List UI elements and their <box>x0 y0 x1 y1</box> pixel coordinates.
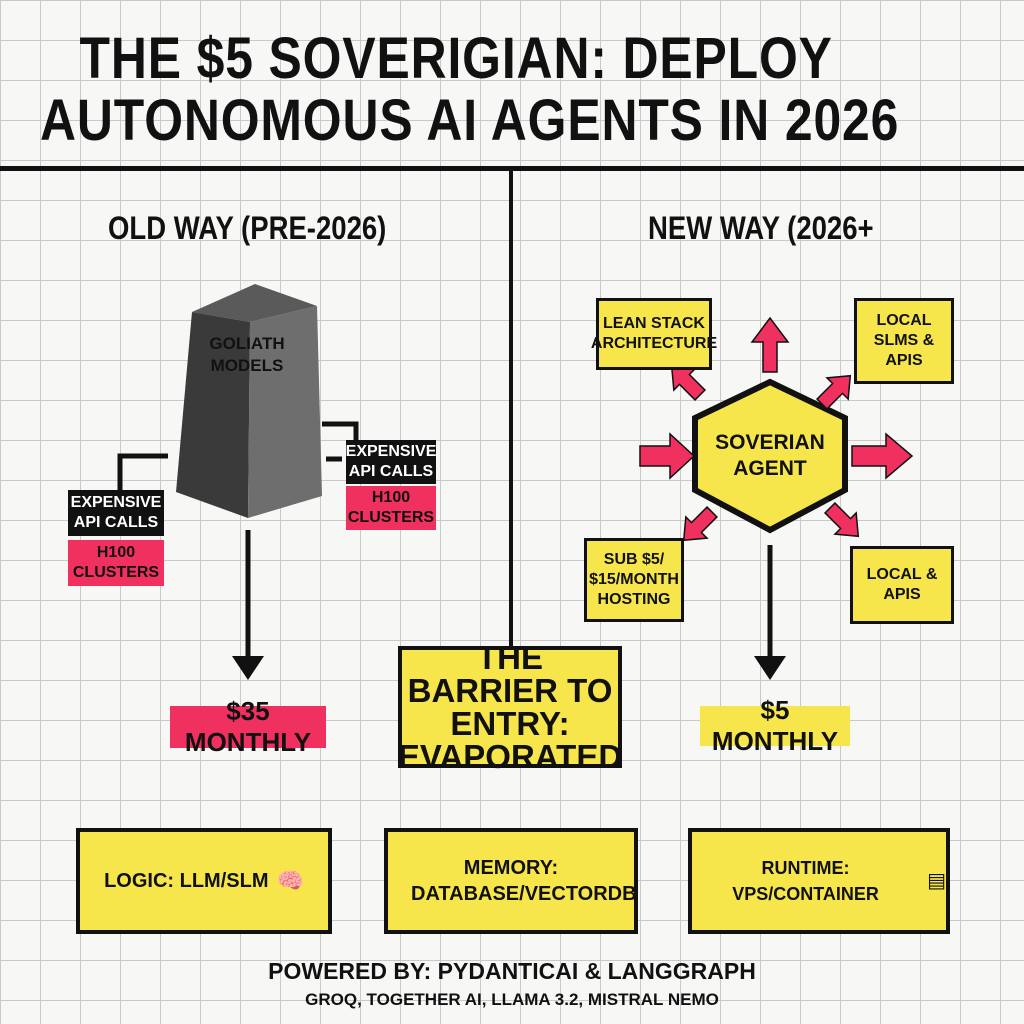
local-slms-box: LOCAL SLMS & APIS <box>854 298 954 384</box>
arrow-down-right-icon <box>823 501 860 538</box>
arrow-out-right-icon <box>851 432 914 480</box>
monolith-label-line-1: GOLIATH <box>209 334 285 353</box>
new-way-arrow-head <box>754 656 786 680</box>
new-way-heading: NEW WAY (2026+ <box>648 210 874 246</box>
title-line-2: AUTONOMOUS AI AGENTS IN 2026 <box>40 88 900 153</box>
right-clusters-label: H100 CLUSTERS <box>346 486 436 530</box>
left-api-calls-label: EXPENSIVE API CALLS <box>68 490 164 536</box>
logic-label: LOGIC: LLM/SLM <box>104 870 269 892</box>
logic-box: LOGIC: LLM/SLM 🧠 <box>76 828 332 934</box>
monolith-label: GOLIATH MODELS <box>192 330 302 380</box>
center-divider <box>509 168 513 648</box>
local-apis-box: LOCAL & APIS <box>850 546 954 624</box>
brain-icon: 🧠 <box>276 868 304 893</box>
runtime-box: RUNTIME: VPS/CONTAINER ▤ <box>688 828 950 934</box>
page-title: THE $5 SOVERIGIAN: DEPLOY AUTONOMOUS AI … <box>40 26 900 153</box>
arrow-up-icon <box>750 316 790 373</box>
server-icon: ▤ <box>927 870 946 892</box>
hub-label: SOVERIAN AGENT <box>715 431 825 480</box>
old-way-heading: OLD WAY (PRE-2026) <box>108 210 387 246</box>
new-way-price: $5 MONTHLY <box>700 695 850 756</box>
providers-text: GROQ, TOGETHER AI, LLAMA 3.2, MISTRAL NE… <box>305 990 719 1009</box>
arrow-in-left-icon <box>639 432 696 480</box>
title-line-1: THE $5 SOVERIGIAN: DEPLOY <box>79 26 833 91</box>
old-way-price: $35 MONTHLY <box>170 696 326 757</box>
left-connector <box>117 453 168 490</box>
monolith-left-face <box>176 312 250 518</box>
hub-hexagon <box>692 378 848 534</box>
barrier-box: THE BARRIER TO ENTRY: EVAPORATED <box>397 639 623 775</box>
right-connector <box>322 421 359 440</box>
monolith-top-face <box>192 284 317 322</box>
memory-label: MEMORY: DATABASE/VECTORDB <box>411 857 637 905</box>
monolith-right-face <box>248 306 322 518</box>
left-clusters-label: H100 CLUSTERS <box>68 540 164 586</box>
memory-box: MEMORY: DATABASE/VECTORDB <box>384 828 638 934</box>
arrow-down-left-icon <box>682 505 719 542</box>
hosting-box: SUB $5/ $15/MONTH HOSTING <box>584 538 684 622</box>
powered-by-text: POWERED BY: PYDANTICAI & LANGGRAPH <box>268 958 756 984</box>
old-way-arrow-head <box>232 656 264 680</box>
runtime-label: RUNTIME: VPS/CONTAINER <box>732 858 879 904</box>
lean-stack-box: LEAN STACK ARCHITECTURE <box>591 298 717 370</box>
right-api-calls-label: EXPENSIVE API CALLS <box>346 440 436 484</box>
monolith-label-line-2: MODELS <box>210 356 284 375</box>
arrow-up-right-icon <box>815 374 852 411</box>
